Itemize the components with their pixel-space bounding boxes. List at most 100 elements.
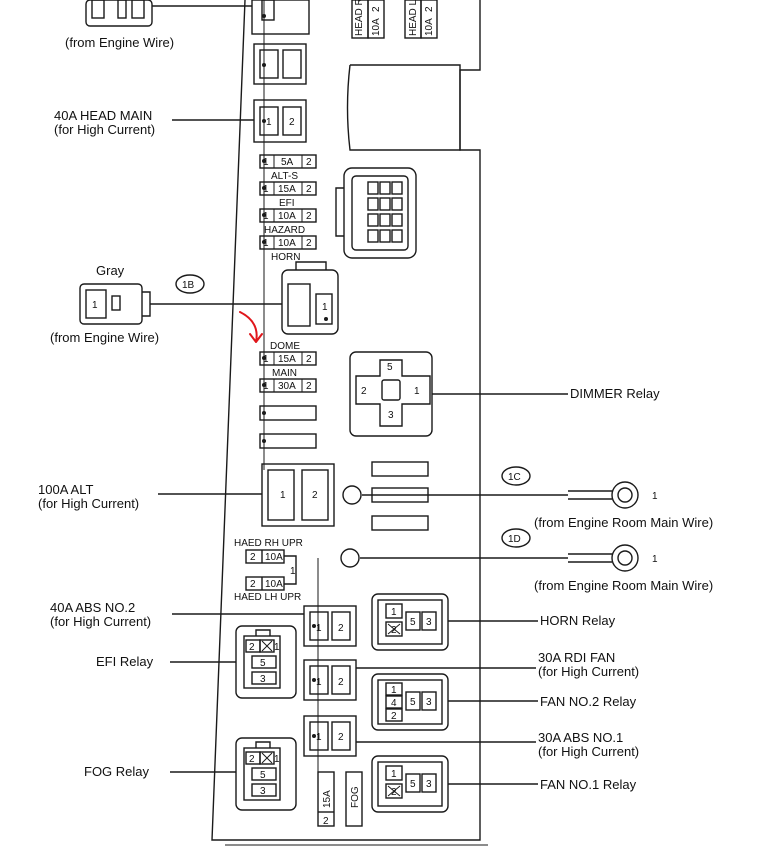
connector-1b-source: (from Engine Wire) bbox=[50, 330, 159, 345]
abs-no2-fuse bbox=[172, 605, 357, 647]
connector-1b-pin: 1 bbox=[92, 300, 98, 311]
connector-1b-id: 1B bbox=[182, 280, 195, 291]
alt-pin1: 1 bbox=[280, 490, 286, 501]
fog-relay-pin-2: 2 bbox=[249, 754, 255, 765]
spare-slot-2 bbox=[259, 433, 317, 449]
dimmer-pin-1: 1 bbox=[414, 386, 420, 397]
terminal-1c-id: 1C bbox=[508, 472, 521, 483]
horn-relay-pin-1: 1 bbox=[391, 607, 397, 618]
terminal-1d-pin: 1 bbox=[652, 554, 658, 565]
dome-socket-pin: 1 bbox=[322, 302, 328, 313]
pin-markers bbox=[262, 14, 328, 738]
connector-1b-badge bbox=[175, 274, 205, 294]
head-lh-upr-pin: 2 bbox=[250, 579, 256, 590]
top-connector-source-label: (from Engine Wire) bbox=[65, 35, 174, 50]
fan-no1-pin-2: 2 bbox=[391, 787, 397, 798]
dome-label: DOME bbox=[270, 341, 300, 352]
head-rh-upr-value: 10A bbox=[265, 552, 283, 563]
terminal-1c-lug bbox=[568, 481, 639, 509]
alt-label: 100A ALT bbox=[38, 482, 93, 497]
horn-pin1: 1 bbox=[263, 238, 269, 249]
connector-1b-gray bbox=[79, 283, 282, 325]
rdi-fan-note: (for High Current) bbox=[538, 664, 639, 679]
dome-pin1: 1 bbox=[263, 354, 269, 365]
fan-no1-relay bbox=[371, 755, 538, 813]
terminal-1d-lug bbox=[568, 544, 639, 572]
efi-label: EFI bbox=[279, 198, 295, 209]
fan-no2-pin-3: 3 bbox=[426, 697, 432, 708]
fog-fuse-label: FOG bbox=[350, 786, 361, 808]
head-rh-upr-pin: 2 bbox=[250, 552, 256, 563]
abs-no1-label: 30A ABS NO.1 bbox=[538, 730, 623, 745]
head-main-pin2: 2 bbox=[289, 117, 295, 128]
efi-fuse bbox=[259, 181, 317, 196]
alt-s-pin2: 2 bbox=[306, 157, 312, 168]
horn-relay-pin-2: 2 bbox=[391, 625, 397, 636]
top-engine-wire-connector bbox=[85, 0, 252, 27]
terminal-1d-id: 1D bbox=[508, 534, 521, 545]
top-fuse-label-6: 2 bbox=[424, 6, 435, 12]
top-fuse-label-1: HEAD RH bbox=[354, 0, 365, 36]
hazard-value: 10A bbox=[278, 211, 296, 222]
fog-relay-label: FOG Relay bbox=[84, 764, 150, 779]
rdi-fan-pin2: 2 bbox=[338, 677, 344, 688]
dimmer-relay bbox=[349, 351, 568, 437]
main-fuse bbox=[259, 378, 317, 393]
terminal-1d-badge bbox=[501, 528, 531, 548]
connector-1b-color: Gray bbox=[96, 263, 125, 278]
horn-relay-pin-5: 5 bbox=[410, 617, 416, 628]
fog-fuse bbox=[317, 771, 363, 827]
efi-relay bbox=[170, 625, 297, 699]
abs-no1-fuse bbox=[303, 715, 536, 757]
horn-fuse bbox=[259, 235, 317, 250]
head-main-label: 40A HEAD MAIN bbox=[54, 108, 152, 123]
fan-no1-pin-1: 1 bbox=[391, 769, 397, 780]
hazard-pin1: 1 bbox=[263, 211, 269, 222]
abs-no2-note: (for High Current) bbox=[50, 614, 151, 629]
abs-no1-pin2: 2 bbox=[338, 732, 344, 743]
head-upr-common-pin: 1 bbox=[290, 566, 296, 577]
efi-relay-pin-1: 1 bbox=[274, 642, 280, 653]
terminal-1c-badge bbox=[501, 466, 531, 486]
fan-no1-pin-3: 3 bbox=[426, 779, 432, 790]
fan-no2-pin-2: 2 bbox=[391, 711, 397, 722]
dome-pin2: 2 bbox=[306, 354, 312, 365]
alt-s-label: ALT-S bbox=[271, 171, 298, 182]
efi-value: 15A bbox=[278, 184, 296, 195]
top-relay-block bbox=[251, 0, 310, 35]
fog-fuse-value: 15A bbox=[322, 790, 333, 808]
horn-value: 10A bbox=[278, 238, 296, 249]
main-pin2: 2 bbox=[306, 381, 312, 392]
hazard-label: HAZARD bbox=[264, 225, 305, 236]
alt-s-pin1: 1 bbox=[263, 157, 269, 168]
horn-relay bbox=[371, 593, 538, 651]
fan-no1-pin-5: 5 bbox=[410, 779, 416, 790]
fan-no2-pin-5: 5 bbox=[410, 697, 416, 708]
abs-no1-pin1: 1 bbox=[316, 732, 322, 743]
hazard-pin2: 2 bbox=[306, 211, 312, 222]
spare-slot-1 bbox=[259, 405, 317, 421]
head-lh-upr-label: HAED LH UPR bbox=[234, 592, 301, 603]
fuse-box-housing-outline bbox=[211, 0, 481, 841]
engine-harness-connector-block bbox=[335, 167, 417, 259]
terminal-1c-pin: 1 bbox=[652, 491, 658, 502]
efi-pin1: 1 bbox=[263, 184, 269, 195]
main-value: 30A bbox=[278, 381, 296, 392]
dimmer-relay-label: DIMMER Relay bbox=[570, 386, 660, 401]
main-label: MAIN bbox=[272, 368, 297, 379]
efi-relay-pin-3: 3 bbox=[260, 674, 266, 685]
alt-s-fuse bbox=[259, 154, 317, 169]
alt-pin2: 2 bbox=[312, 490, 318, 501]
slot-bar-3 bbox=[371, 515, 429, 531]
top-fuse-label-2: 10A bbox=[371, 18, 382, 36]
abs-no2-pin1: 1 bbox=[316, 623, 322, 634]
rdi-fan-label: 30A RDI FAN bbox=[538, 650, 615, 665]
fan-no2-relay-label: FAN NO.2 Relay bbox=[540, 694, 637, 709]
head-main-fuse bbox=[253, 99, 307, 143]
terminal-1c-source: (from Engine Room Main Wire) bbox=[534, 515, 713, 530]
abs-no2-pin2: 2 bbox=[338, 623, 344, 634]
housing-inner-notch bbox=[346, 64, 461, 151]
dimmer-pin-3: 3 bbox=[388, 410, 394, 421]
blank-fuse-slot bbox=[253, 43, 307, 85]
